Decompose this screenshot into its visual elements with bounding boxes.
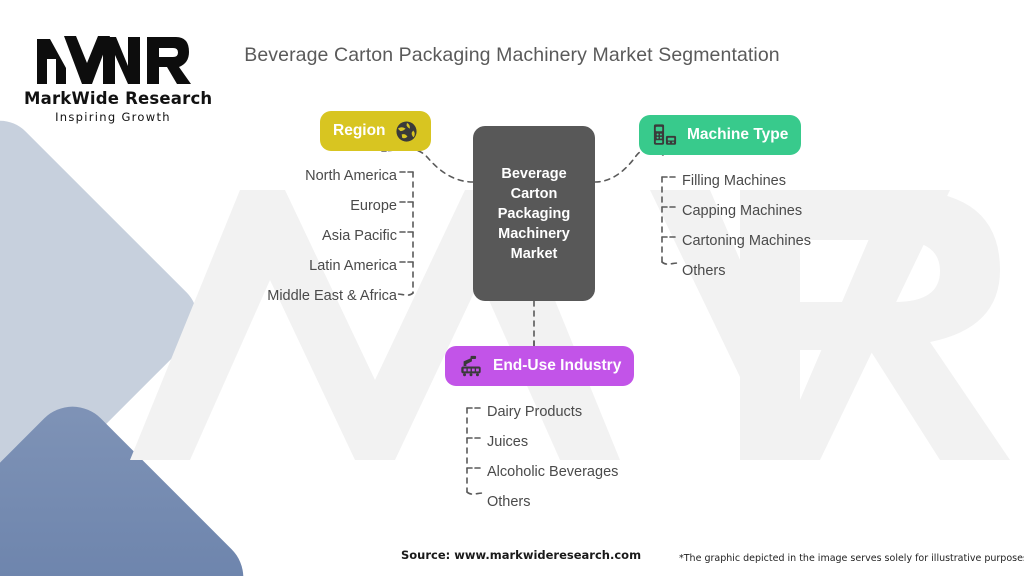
list-item: Alcoholic Beverages	[487, 464, 619, 480]
list-item: Latin America	[309, 258, 397, 274]
globe-icon	[395, 120, 418, 143]
leaf-list-machine-type: Filling Machines Capping Machines Carton…	[682, 166, 811, 286]
center-node-label: Beverage Carton Packaging Machinery Mark…	[497, 165, 571, 262]
branch-badge-end-use-industry-label: End-Use Industry	[493, 357, 622, 374]
list-item: Capping Machines	[682, 203, 803, 219]
list-item: Juices	[487, 434, 529, 450]
branch-badge-region[interactable]: Region	[320, 111, 431, 151]
source-label: Source: www.markwideresearch.com	[401, 548, 642, 562]
list-item: Others	[487, 494, 531, 510]
brand-logo: MarkWide Research Inspiring Growth	[24, 32, 213, 124]
brand-name: MarkWide Research	[24, 89, 213, 108]
list-item: Europe	[350, 198, 397, 214]
branch-badge-machine-type-label: Machine Type	[687, 126, 789, 143]
list-item: Others	[682, 263, 726, 279]
center-node: Beverage Carton Packaging Machinery Mark…	[473, 126, 595, 301]
list-item: Filling Machines	[682, 173, 786, 189]
branch-badge-machine-type[interactable]: Machine Type	[639, 115, 802, 155]
leaf-list-end-use-industry: Dairy Products Juices Alcoholic Beverage…	[487, 397, 618, 517]
branch-badge-region-label: Region	[333, 122, 386, 139]
list-item: Asia Pacific	[322, 228, 397, 244]
branch-badge-end-use-industry[interactable]: End-Use Industry	[445, 346, 635, 386]
list-item: Middle East & Africa	[267, 288, 397, 304]
page-title: Beverage Carton Packaging Machinery Mark…	[244, 44, 780, 66]
list-item: North America	[305, 168, 397, 184]
vending-machine-icon	[652, 123, 678, 147]
list-item: Cartoning Machines	[682, 233, 811, 249]
brand-tagline: Inspiring Growth	[55, 110, 171, 124]
leaf-list-region: North America Europe Asia Pacific Latin …	[267, 161, 397, 311]
disclaimer-label: *The graphic depicted in the image serve…	[679, 553, 1024, 564]
mwr-monogram-icon	[37, 36, 191, 84]
conveyor-robot-icon	[458, 354, 484, 378]
list-item: Dairy Products	[487, 404, 583, 420]
